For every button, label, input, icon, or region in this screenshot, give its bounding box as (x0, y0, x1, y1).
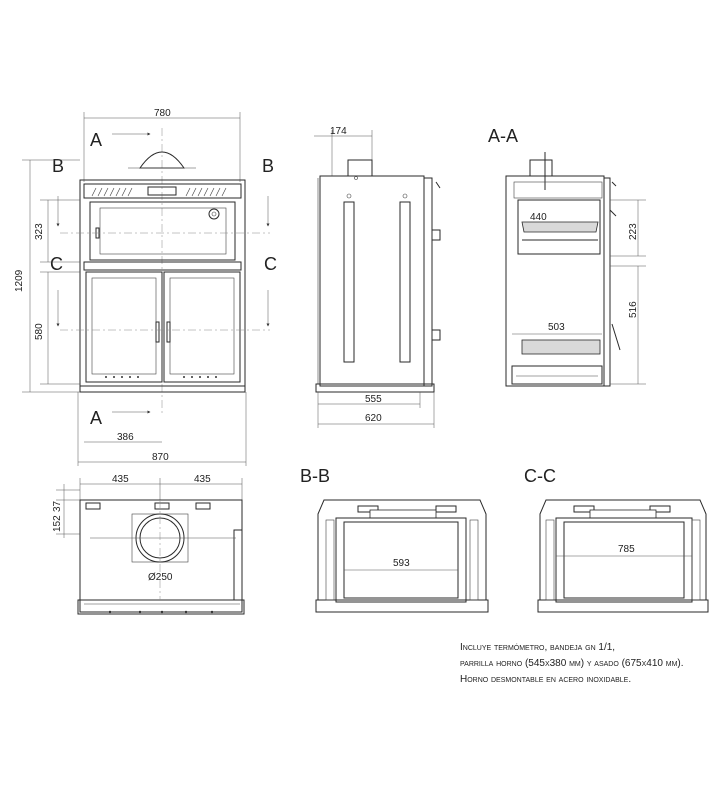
dim-bb-width: 593 (393, 558, 410, 569)
section-mark-c-left: C (50, 254, 63, 274)
dim-firebox-height: 580 (34, 323, 45, 340)
front-view: 780 A A (14, 108, 277, 466)
dim-center-offset: 386 (117, 432, 134, 443)
top-view: 435 435 Ø250 152 37 (52, 474, 245, 615)
dim-total-depth: 620 (365, 413, 382, 424)
section-mark-a-bottom: A (90, 408, 102, 428)
dim-top-left: 435 (112, 474, 129, 485)
section-cc-title: C-C (524, 466, 556, 486)
dim-top-right: 435 (194, 474, 211, 485)
note-line-1: Incluye termómetro, bandeja gn 1/1, (460, 642, 616, 653)
section-bb-title: B-B (300, 466, 330, 486)
note-line-3: Horno desmontable en acero inoxidable. (460, 674, 632, 685)
section-mark-b-left: B (52, 156, 64, 176)
dim-aa-oven-width: 440 (530, 212, 547, 223)
dim-top-small-b: 37 (52, 500, 63, 512)
dim-aa-oven-height: 223 (628, 223, 639, 240)
notes-block: Incluye termómetro, bandeja gn 1/1, parr… (460, 640, 725, 688)
section-mark-a-top: A (90, 130, 102, 150)
section-aa-title: A-A (488, 126, 518, 146)
dim-flue-diameter: Ø250 (148, 572, 173, 583)
dim-aa-firebox-height: 516 (628, 301, 639, 318)
section-mark-b-right: B (262, 156, 274, 176)
section-mark-c-right: C (264, 254, 277, 274)
side-view: 174 555 620 (314, 126, 441, 428)
dim-top-small-a: 152 (52, 515, 63, 532)
section-aa: A-A 440 503 223 516 (488, 126, 646, 387)
dim-inner-depth: 555 (365, 394, 382, 405)
dim-aa-firebox-width: 503 (548, 322, 565, 333)
dim-total-width: 870 (152, 452, 169, 463)
dim-front-total-height: 1209 (14, 269, 25, 292)
section-cc: C-C 785 (524, 466, 709, 613)
dim-oven-height: 323 (34, 223, 45, 240)
section-bb: B-B 593 (300, 466, 489, 613)
dim-flue-offset: 174 (330, 126, 347, 137)
note-line-2: parrilla horno (545x380 mm) y asado (675… (460, 658, 684, 669)
dim-cc-width: 785 (618, 544, 635, 555)
dim-front-width: 780 (154, 108, 171, 119)
